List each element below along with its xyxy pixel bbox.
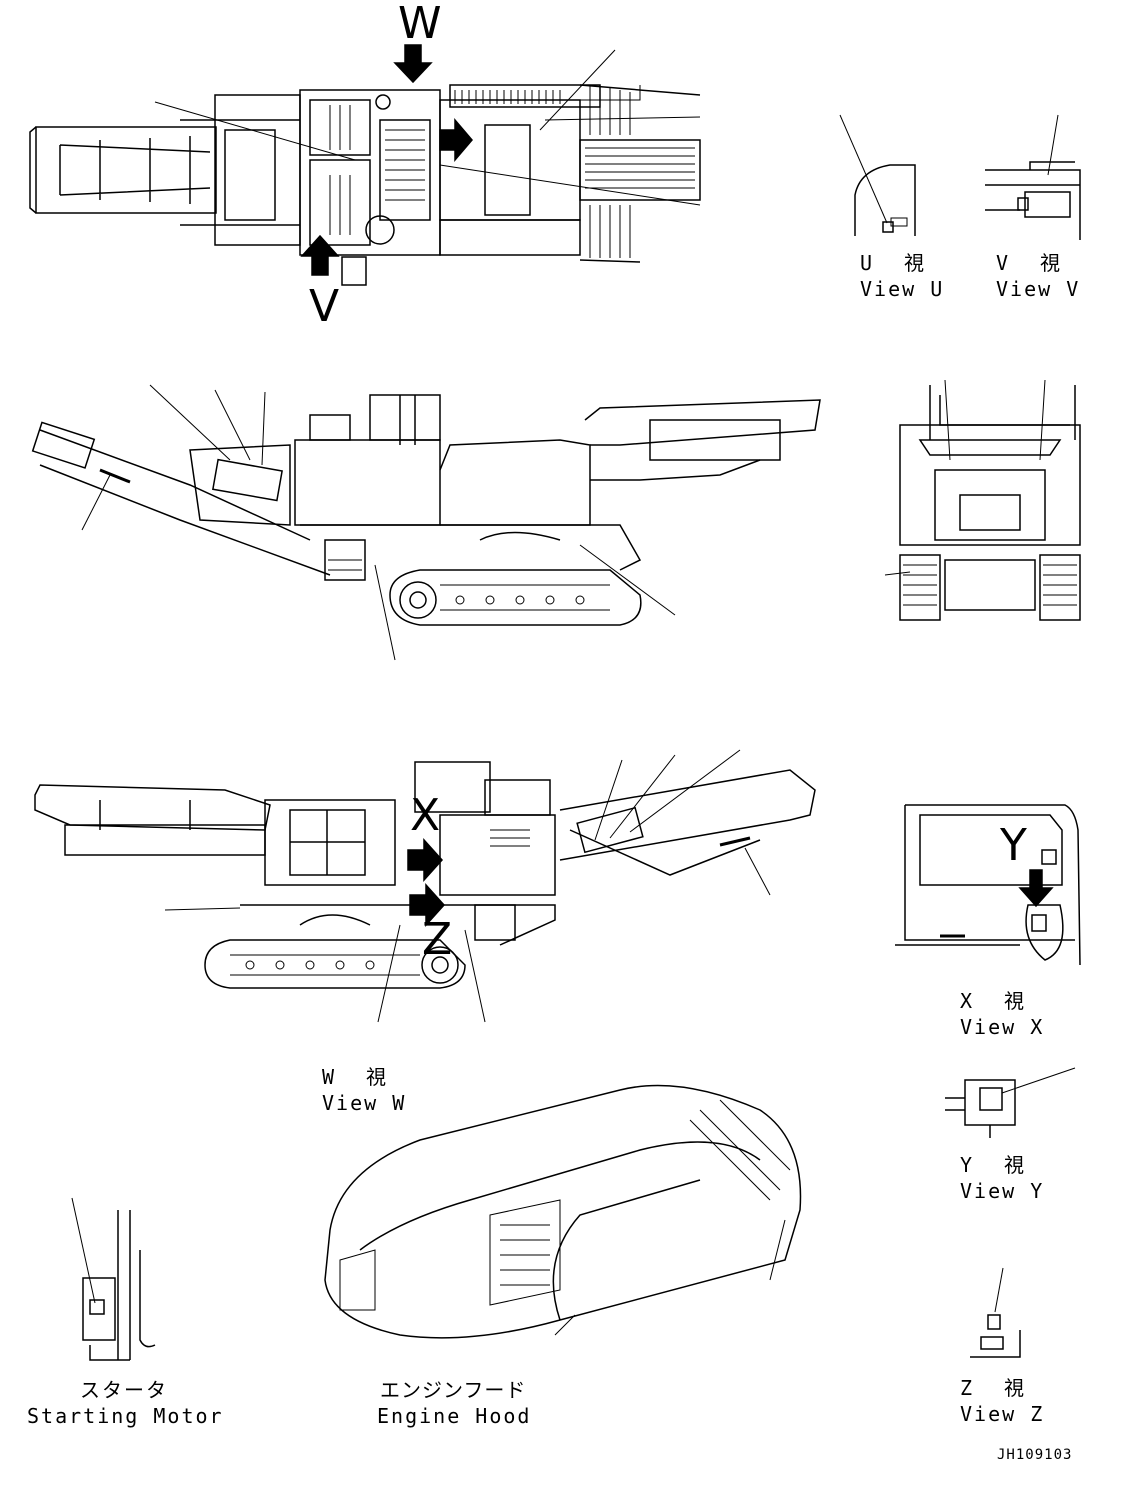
arrow-letter-y: Y: [1000, 820, 1027, 871]
view-x-detail: [895, 804, 1081, 966]
view-u-detail: [839, 114, 916, 236]
arrow-letter-z: Z: [422, 914, 453, 965]
view-u-label-jp: U 視: [860, 251, 931, 275]
view-v-label-en: View V: [996, 277, 1081, 301]
drawing-id: JH109103: [997, 1447, 1073, 1463]
view-y-label-en: View Y: [960, 1179, 1045, 1203]
view-w-label-jp: W 視: [322, 1065, 393, 1089]
view-v-detail: [985, 114, 1081, 240]
starting-motor-detail: [71, 1197, 156, 1361]
arrow-letter-v: V: [309, 281, 340, 332]
view-y-detail: [945, 1067, 1076, 1138]
view-z-label-jp: Z 視: [960, 1376, 1031, 1400]
engine-hood-label-jp: エンジンフード: [380, 1378, 527, 1402]
side-view-left: [31, 384, 821, 661]
front-view-right: [884, 379, 1081, 621]
view-u-label-en: View U: [860, 277, 945, 301]
arrow-letter-x: X: [410, 790, 441, 841]
top-plan-view: [29, 44, 701, 286]
view-y-label-jp: Y 視: [960, 1153, 1031, 1177]
engine-hood-label-en: Engine Hood: [377, 1404, 532, 1428]
view-w-label-en: View W: [322, 1091, 407, 1115]
view-z-detail: [970, 1267, 1021, 1358]
view-x-label-en: View X: [960, 1015, 1045, 1039]
starting-motor-label-en: Starting Motor: [27, 1404, 224, 1428]
view-x-label-jp: X 視: [960, 989, 1031, 1013]
side-view-w: [34, 749, 816, 1023]
view-v-label-jp: V 視: [996, 251, 1067, 275]
view-z-label-en: View Z: [960, 1402, 1045, 1426]
engine-hood-detail: [324, 1084, 802, 1339]
starting-motor-label-jp: スタータ: [80, 1378, 168, 1402]
arrow-letter-w: W: [398, 0, 442, 49]
